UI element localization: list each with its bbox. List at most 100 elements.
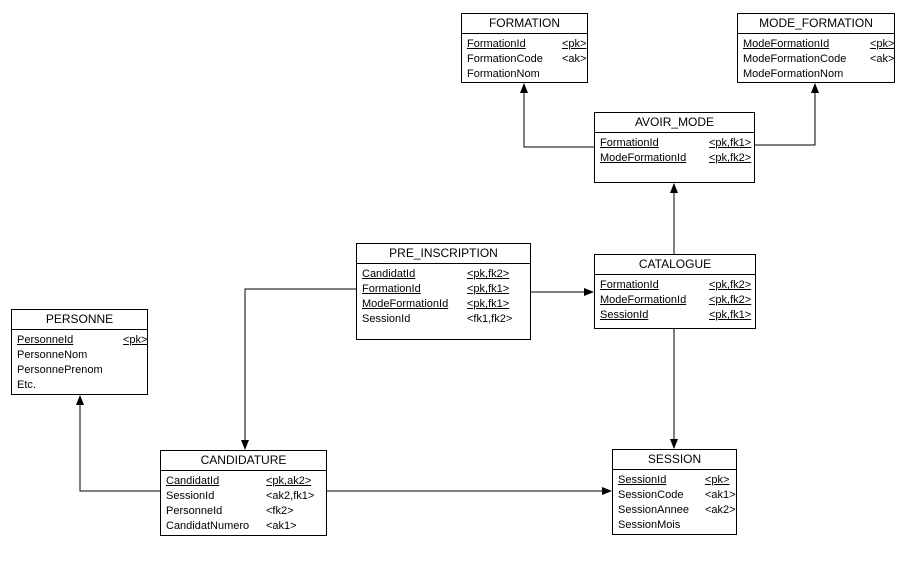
column-key: <ak2> [705,504,736,516]
table-mode-formation[interactable]: MODE_FORMATION ModeFormationId<pk>ModeFo… [737,13,895,83]
column-name: PersonneNom [17,349,88,361]
table-title: CANDIDATURE [161,451,326,471]
table-session[interactable]: SESSION SessionId<pk>SessionCode<ak1>Ses… [612,449,737,535]
column-name: SessionAnnee [618,504,689,516]
column-name: FormationNom [467,68,540,80]
table-column-row: ModeFormationId<pk,fk2> [600,151,754,166]
table-columns: FormationId<pk,fk1>ModeFormationId<pk,fk… [595,133,754,166]
table-columns: CandidatId<pk,fk2>FormationId<pk,fk1>Mod… [357,264,530,327]
column-name: FormationCode [467,53,543,65]
table-title: MODE_FORMATION [738,14,894,34]
column-key: <ak> [562,53,587,65]
column-key: <pk,fk1> [467,283,510,295]
table-formation[interactable]: FORMATION FormationId <pk> FormationCode <a… [461,13,588,83]
table-column-row: ModeFormationId <pk> [743,37,894,52]
table-column-row: SessionId <fk1,fk2> [362,312,530,327]
table-column-row: FormationNom [467,67,587,82]
column-key: <ak2,fk1> [266,490,315,502]
column-key: <pk,fk2> [467,268,510,280]
column-name: PersonnePrenom [17,364,103,376]
table-title: CATALOGUE [595,255,755,275]
table-columns: SessionId <pk> SessionCode <ak1> SessionAnne… [613,470,736,533]
column-name: SessionId [600,309,649,321]
column-key: <fk2> [266,505,294,517]
table-columns: FormationId<pk>FormationCode<ak>Formatio… [462,34,587,82]
column-name: SessionId [362,313,411,325]
column-key: <pk> [562,38,587,50]
table-column-row: FormationId <pk,fk2> [600,278,755,293]
table-column-row: PersonneId <fk2> [166,504,326,519]
column-name: ModeFormationId [362,298,449,310]
column-name: FormationId [362,283,421,295]
table-candidature[interactable]: CANDIDATURE CandidatId <pk,ak2> SessionId <… [160,450,327,536]
column-key: <fk1,fk2> [467,313,513,325]
table-title: AVOIR_MODE [595,113,754,133]
table-title: PRE_INSCRIPTION [357,244,530,264]
table-column-row: ModeFormationCode <ak> [743,52,894,67]
column-key: <pk,fk1> [467,298,510,310]
table-column-row: PersonneNom [17,348,147,363]
column-name: CandidatNumero [166,520,250,532]
table-column-row: FormationCode <ak> [467,52,587,67]
table-columns: CandidatId <pk,ak2> SessionId <ak2,fk1> Pers… [161,471,326,534]
relationship-pre-inscription-to-candidature [241,288,356,450]
column-name: FormationId [600,279,659,291]
table-column-row: CandidatId <pk,ak2> [166,474,326,489]
column-key: <ak> [870,53,895,65]
table-column-row: FormationId<pk,fk1> [600,136,754,151]
column-key: <pk> [123,334,148,346]
column-name: ModeFormationId [600,152,687,164]
column-name: Etc. [17,379,36,391]
table-column-row: SessionId <pk,fk1> [600,308,755,323]
table-column-row: SessionCode <ak1> [618,488,736,503]
column-name: ModeFormationId [743,38,830,50]
column-name: FormationId [467,38,526,50]
column-key: <pk,ak2> [266,475,312,487]
column-name: PersonneId [166,505,223,517]
column-name: PersonneId [17,334,74,346]
table-column-row: PersonnePrenom [17,363,147,378]
column-name: SessionId [166,490,215,502]
column-name: CandidatId [166,475,220,487]
table-avoir-mode[interactable]: AVOIR_MODE FormationId<pk,fk1>ModeFormat… [594,112,755,183]
table-column-row: ModeFormationId <pk,fk2> [600,293,755,308]
column-key: <pk> [705,474,730,486]
table-column-row: SessionId <ak2,fk1> [166,489,326,504]
column-key: <ak1> [705,489,736,501]
table-column-row: ModeFormationNom [743,67,894,82]
column-name: ModeFormationNom [743,68,844,80]
table-catalogue[interactable]: CATALOGUE FormationId<pk,fk2>ModeFormati… [594,254,756,329]
table-column-row: FormationId <pk> [467,37,587,52]
column-name: ModeFormationId [600,294,687,306]
column-name: ModeFormationCode [743,53,847,65]
table-column-row: FormationId <pk,fk1> [362,282,530,297]
table-column-row: ModeFormationId <pk,fk1> [362,297,530,312]
column-name: SessionId [618,474,667,486]
column-key: <ak1> [266,520,297,532]
column-key: <pk,fk1> [709,309,752,321]
column-name: CandidatId [362,268,416,280]
relationship-candidature-to-personne [76,395,160,492]
table-column-row: CandidatId <pk,fk2> [362,267,530,282]
table-column-row: PersonneId <pk> [17,333,147,348]
table-pre-inscription[interactable]: PRE_INSCRIPTION CandidatId <pk,fk2> Format… [356,243,531,340]
table-columns: ModeFormationId <pk> ModeFormationCode <ak>… [738,34,894,82]
column-name: SessionMois [618,519,681,531]
relationship-avoir-mode-to-mode-formation [755,83,819,146]
table-columns: FormationId <pk,fk2> ModeFormationId <pk,fk… [595,275,755,323]
column-key: <pk,fk2> [709,294,752,306]
column-name: SessionCode [618,489,684,501]
column-key: <pk> [870,38,895,50]
column-key: <pk,fk2> [709,279,752,291]
table-column-row: SessionMois [618,518,736,533]
table-title: SESSION [613,450,736,470]
table-title: PERSONNE [12,310,147,330]
table-column-row: SessionAnnee <ak2> [618,503,736,518]
column-name: FormationId [600,137,659,149]
table-column-row: SessionId <pk> [618,473,736,488]
table-title: FORMATION [462,14,587,34]
table-column-row: Etc. [17,378,147,393]
